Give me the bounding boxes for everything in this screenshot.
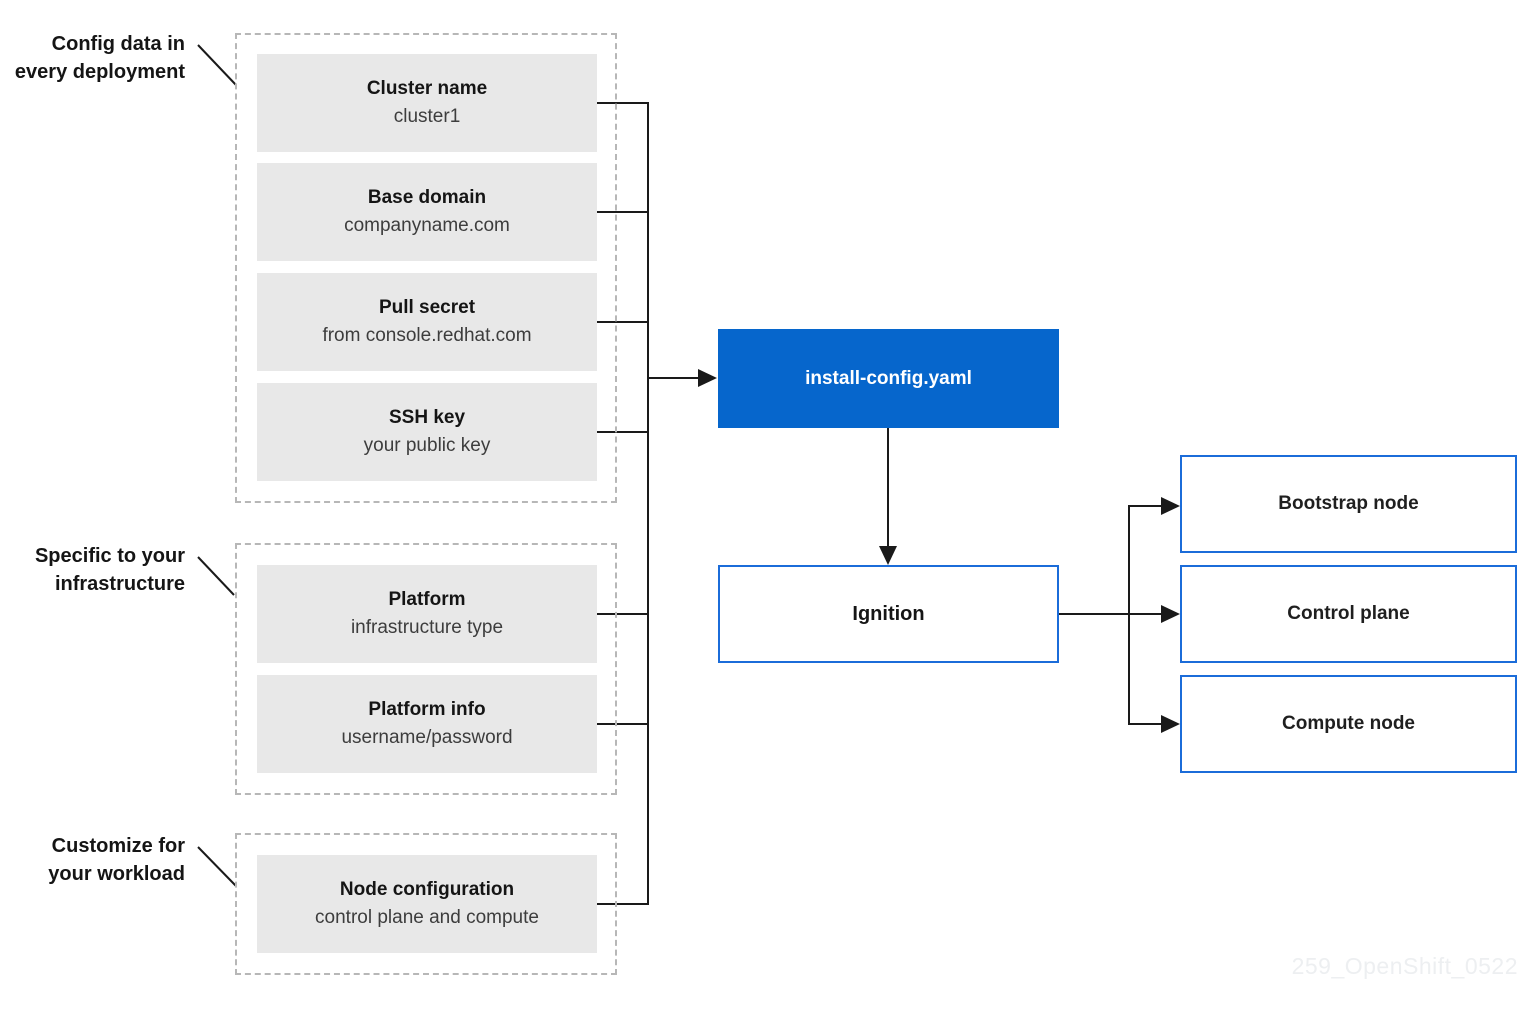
box-subtitle: companyname.com: [344, 215, 510, 236]
box-subtitle: from console.redhat.com: [322, 325, 532, 346]
box-title: Base domain: [367, 187, 487, 208]
box-title: Node configuration: [339, 879, 515, 900]
annotation-line: infrastructure: [54, 573, 185, 595]
box-title: Platform info: [368, 699, 486, 720]
config-box-node-configuration: Node configuration control plane and com…: [257, 855, 597, 953]
pointer-config-data: [197, 44, 237, 86]
config-box-pull-secret: Pull secret from console.redhat.com: [257, 273, 597, 371]
pointer-customize: [197, 846, 237, 887]
annotation-line: Specific to your: [34, 545, 185, 567]
config-box-base-domain: Base domain companyname.com: [257, 163, 597, 261]
compute-node-box: Compute node: [1180, 675, 1517, 773]
arrowhead-ignition: [879, 546, 897, 565]
arrowhead-install-config: [698, 369, 717, 387]
box-subtitle: control plane and compute: [315, 907, 539, 928]
box-title: SSH key: [388, 407, 466, 428]
annotation-line: your workload: [48, 863, 185, 885]
annotation-line: Customize for: [51, 835, 185, 857]
pointer-specific: [197, 556, 235, 596]
group-infrastructure: [235, 543, 617, 795]
config-box-ssh-key: SSH key your public key: [257, 383, 597, 481]
config-box-platform: Platform infrastructure type: [257, 565, 597, 663]
compute-node-label: Compute node: [1282, 713, 1415, 734]
install-config-yaml-box: install-config.yaml: [718, 329, 1059, 428]
annotation-customize: Customize for your workload: [0, 832, 185, 888]
box-subtitle: your public key: [363, 435, 491, 456]
watermark-text: 259_OpenShift_0522: [1291, 953, 1518, 979]
box-title: Pull secret: [378, 297, 476, 318]
box-subtitle: username/password: [341, 727, 513, 748]
control-plane-label: Control plane: [1287, 603, 1410, 624]
arrowhead-control: [1161, 605, 1180, 623]
arrowhead-compute: [1161, 715, 1180, 733]
ignition-box: Ignition: [718, 565, 1059, 663]
bootstrap-node-box: Bootstrap node: [1180, 455, 1517, 553]
box-title: Platform: [388, 589, 466, 610]
group-workload: [235, 833, 617, 975]
arrowhead-bootstrap: [1161, 497, 1180, 515]
box-subtitle: cluster1: [393, 106, 461, 127]
annotation-line: Config data in: [51, 33, 185, 55]
config-box-cluster-name: Cluster name cluster1: [257, 54, 597, 152]
bootstrap-node-label: Bootstrap node: [1278, 493, 1419, 514]
config-box-platform-info: Platform info username/password: [257, 675, 597, 773]
box-title: Cluster name: [366, 78, 488, 99]
install-config-yaml-label: install-config.yaml: [805, 367, 972, 389]
annotation-config-data: Config data in every deployment: [0, 30, 185, 86]
annotation-line: every deployment: [14, 61, 185, 83]
control-plane-box: Control plane: [1180, 565, 1517, 663]
box-subtitle: infrastructure type: [350, 617, 504, 638]
ignition-label: Ignition: [852, 602, 925, 625]
annotation-specific: Specific to your infrastructure: [0, 542, 185, 598]
group-config-data: [235, 33, 617, 503]
